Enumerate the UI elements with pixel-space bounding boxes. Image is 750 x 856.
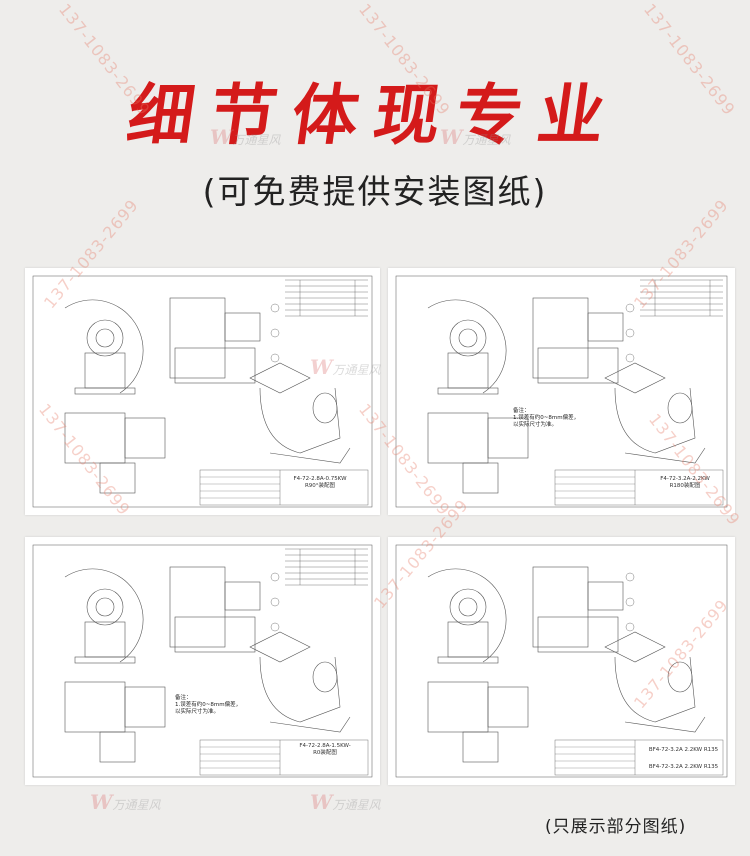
drawing-title: F4-72-2.8A-1.5KW-R0装配图 — [299, 743, 351, 756]
page-subtitle: (可免费提供安装图纸) — [202, 172, 548, 211]
brand-watermark: W万通星风 — [210, 125, 281, 149]
technical-drawing — [32, 275, 373, 508]
drawing-panel-3: 备注： 1.误差有约0~8mm偏差， 以实际尺寸为准。 F4-72-2.8A-1… — [25, 537, 380, 785]
footer-note: (只展示部分图纸) — [545, 817, 687, 837]
drawing-subtitle: BF4-72-3.2A 2.2KW R135 — [648, 764, 719, 770]
drawing-note: 备注： 1.误差有约0~8mm偏差， 以实际尺寸为准。 — [513, 408, 580, 428]
brand-watermark: W万通星风 — [90, 790, 161, 814]
brand-watermark: W万通星风 — [440, 125, 511, 149]
brand-watermark: W万通星风 — [310, 790, 381, 814]
drawing-note: 备注： 1.误差有约0~8mm偏差， 以实际尺寸为准。 — [175, 695, 242, 715]
drawing-panel-4: BF4-72-3.2A 2.2KW R135 BF4-72-3.2A 2.2KW… — [388, 537, 735, 785]
technical-drawing — [32, 544, 373, 778]
technical-drawing — [395, 275, 728, 508]
technical-drawing — [395, 544, 728, 778]
drawing-title: BF4-72-3.2A 2.2KW R135 — [648, 747, 719, 753]
brand-watermark: W万通星风 — [310, 355, 381, 379]
drawing-panel-2: 备注： 1.误差有约0~8mm偏差， 以实际尺寸为准。 F4-72-3.2A-2… — [388, 268, 735, 515]
